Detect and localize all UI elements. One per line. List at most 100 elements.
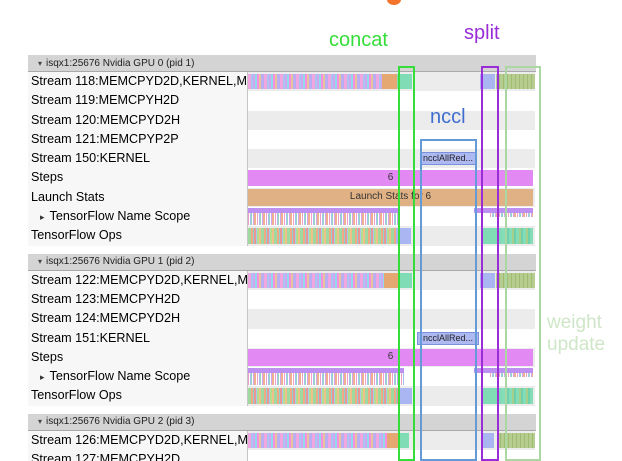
weight-update-annotation-label: weight update [547,312,605,356]
section-gpu2: ▾ isqx1:25676 Nvidia GPU 2 (pid 3) Strea… [28,413,536,461]
row-label-steps: Steps [28,347,248,368]
table-row: Launch Stats Launch Stats for 6 [28,187,536,208]
step-bar[interactable]: 6 [248,349,533,366]
row-label-tf-ops: TensorFlow Ops [28,386,248,406]
track-tf-name-scope[interactable] [248,367,535,387]
name-scope-ticks [248,213,399,226]
row-label-stream-119: Stream 119:MEMCPYH2D [28,91,248,111]
step-bar[interactable]: 6 [248,169,533,187]
kernel-activity-bar [248,432,387,449]
row-label-stream-120: Stream 120:MEMCPYD2H [28,110,248,130]
track-stream-119[interactable] [248,91,535,111]
op-segment [502,228,533,244]
table-row: Stream 150:KERNEL ncclAllRed... [28,149,536,169]
section-gpu0: ▾ isqx1:25676 Nvidia GPU 0 (pid 1) Strea… [28,55,536,246]
row-label-launch-stats: Launch Stats [28,187,248,208]
concat-op-segment [400,432,409,449]
name-scope-bar [248,208,399,214]
table-row: ▸ TensorFlow Name Scope [28,367,536,387]
nccl-annotation-label: nccl [430,106,466,128]
track-tf-ops[interactable] [248,386,535,406]
split-op-segment [480,272,495,288]
name-scope-ticks [490,213,533,218]
kernel-activity-bar [248,74,382,90]
split-op-segment [482,432,494,449]
expand-icon[interactable]: ▸ [40,212,45,223]
track-steps[interactable]: 6 [248,168,535,188]
table-row: Stream 127:MEMCPYH2D [28,450,536,461]
track-tf-name-scope[interactable] [248,207,535,227]
table-row: TensorFlow Ops [28,226,536,246]
op-segment [481,388,502,404]
table-row: Stream 151:KERNEL ncclAllRed... [28,328,536,348]
name-scope-ticks [490,373,533,378]
track-stream-120[interactable] [248,110,535,130]
table-row: Stream 121:MEMCPYP2P [28,129,536,150]
op-segment [502,388,533,404]
row-label-stream-123: Stream 123:MEMCPYH2D [28,289,248,310]
track-stream-123[interactable] [248,289,535,310]
table-row: TensorFlow Ops [28,386,536,406]
row-label-text: TensorFlow Name Scope [49,209,191,224]
row-label-tf-name-scope[interactable]: ▸ TensorFlow Name Scope [28,207,248,227]
row-label-stream-150: Stream 150:KERNEL [28,149,248,169]
name-scope-bar [248,368,404,374]
expand-icon[interactable]: ▸ [40,372,45,383]
launch-stats-bar[interactable]: Launch Stats for 6 [248,189,533,206]
collapse-icon[interactable]: ▾ [38,257,43,267]
op-segment [387,432,400,449]
track-launch-stats[interactable]: Launch Stats for 6 [248,187,535,208]
kernel-activity-bar [248,272,384,288]
track-stream-127[interactable] [248,450,535,461]
table-row: Stream 123:MEMCPYH2D [28,289,536,310]
row-label-stream-121: Stream 121:MEMCPYP2P [28,129,248,150]
table-row: Stream 126:MEMCPYD2D,KERNEL,MEMSET [28,430,536,451]
row-label-tf-name-scope[interactable]: ▸ TensorFlow Name Scope [28,367,248,387]
track-stream-151[interactable]: ncclAllRed... [248,328,535,348]
track-stream-150[interactable]: ncclAllRed... [248,149,535,169]
op-segment [384,272,399,288]
row-label-text: TensorFlow Name Scope [49,369,191,384]
row-label-stream-126: Stream 126:MEMCPYD2D,KERNEL,MEMSET [28,430,248,451]
section-gpu1: ▾ isqx1:25676 Nvidia GPU 1 (pid 2) Strea… [28,253,536,406]
table-row: Stream 118:MEMCPYD2D,KERNEL,MEMSET [28,72,536,92]
track-stream-118[interactable] [248,72,535,92]
row-label-stream-127: Stream 127:MEMCPYH2D [28,450,248,461]
section-header-gpu2[interactable]: ▾ isqx1:25676 Nvidia GPU 2 (pid 3) [28,413,536,431]
row-label-stream-124: Stream 124:MEMCPYD2H [28,309,248,329]
track-steps[interactable]: 6 [248,347,535,368]
row-label-tf-ops: TensorFlow Ops [28,226,248,246]
section-header-gpu1[interactable]: ▾ isqx1:25676 Nvidia GPU 1 (pid 2) [28,253,536,271]
ops-activity-bar [248,388,398,404]
table-row: Steps 6 [28,347,536,368]
name-scope-ticks [248,373,404,386]
ops-activity-bar [248,228,396,244]
collapse-icon[interactable]: ▾ [38,417,43,427]
trace-panel: ▾ isqx1:25676 Nvidia GPU 0 (pid 1) Strea… [28,55,536,461]
table-row: Stream 119:MEMCPYH2D [28,91,536,111]
cropped-orange-mark [387,0,401,5]
nccl-allreduce-bar[interactable]: ncclAllRed... [417,331,479,345]
table-row: Stream 122:MEMCPYD2D,KERNEL,MEMSET [28,270,536,290]
concat-annotation-label: concat [329,29,388,51]
row-label-stream-122: Stream 122:MEMCPYD2D,KERNEL,MEMSET [28,270,248,290]
table-row: Steps 6 [28,168,536,188]
track-stream-124[interactable] [248,309,535,329]
concat-op-segment [397,74,412,90]
table-row: Stream 120:MEMCPYD2H [28,110,536,130]
track-tf-ops[interactable] [248,226,535,246]
op-segment [481,228,502,244]
weight-update-line2: update [547,334,606,355]
concat-highlight-box [398,66,415,461]
section-header-gpu0[interactable]: ▾ isqx1:25676 Nvidia GPU 0 (pid 1) [28,55,536,72]
row-label-stream-151: Stream 151:KERNEL [28,328,248,348]
track-stream-121[interactable] [248,129,535,150]
collapse-icon[interactable]: ▾ [38,58,43,68]
row-label-stream-118: Stream 118:MEMCPYD2D,KERNEL,MEMSET [28,72,248,92]
nccl-highlight-box [420,139,477,461]
section-title: isqx1:25676 Nvidia GPU 0 (pid 1) [46,57,195,69]
table-row: Stream 124:MEMCPYD2H [28,309,536,329]
split-highlight-box [481,66,499,461]
split-annotation-label: split [464,22,500,44]
